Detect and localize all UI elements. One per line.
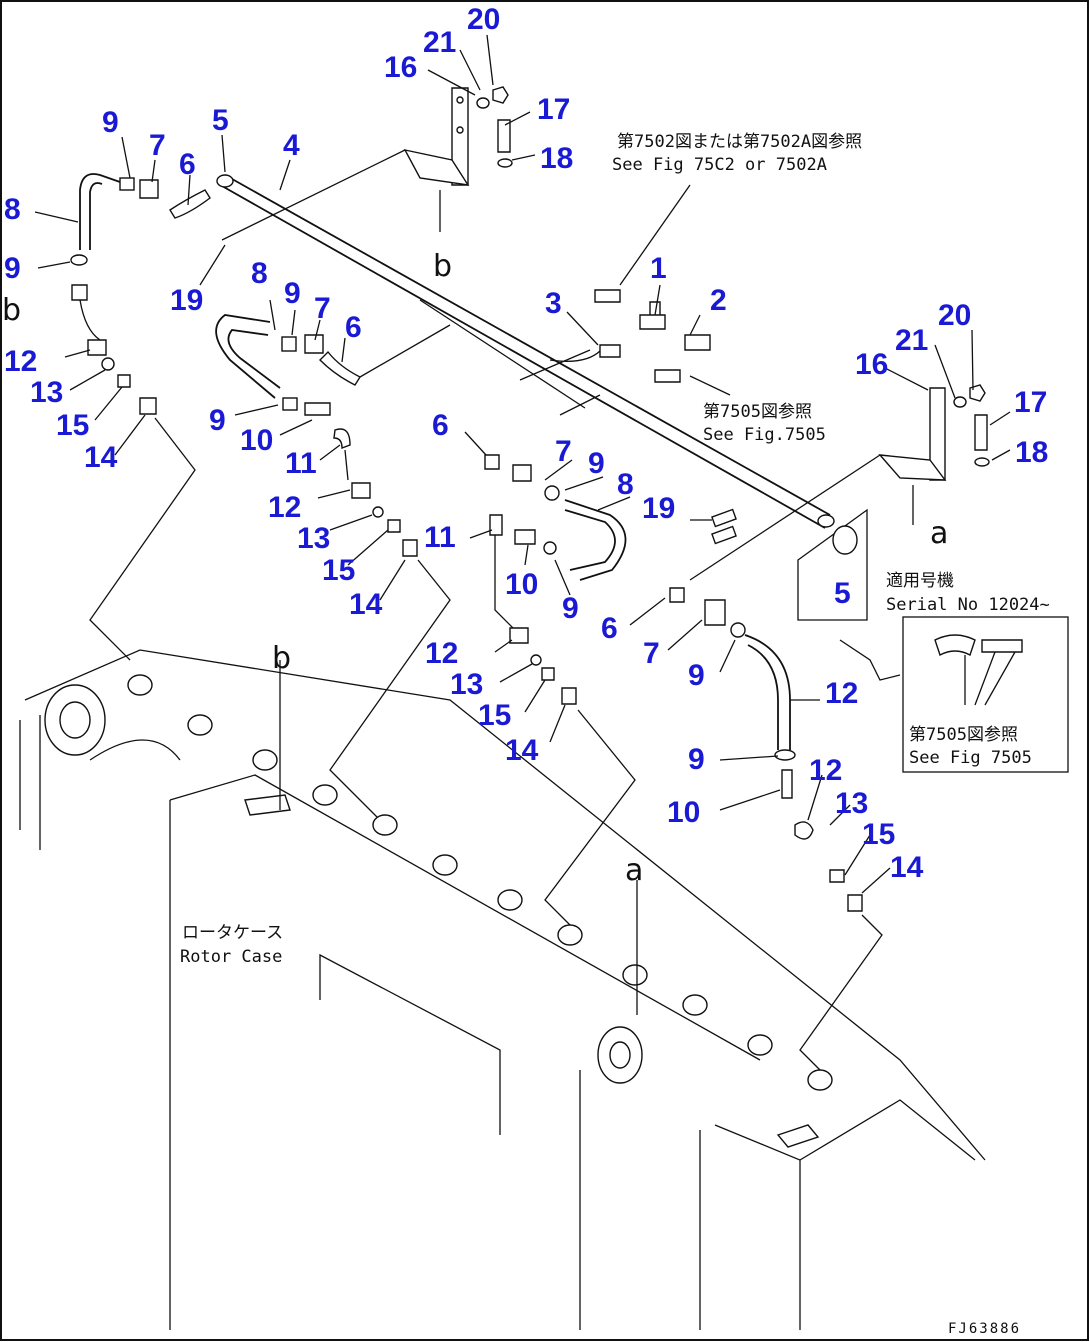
callout-17: 17 <box>537 93 570 126</box>
callout-20: 20 <box>467 3 500 36</box>
callout-9: 9 <box>588 447 605 480</box>
left-hose-assembly <box>70 173 211 661</box>
callout-6: 6 <box>179 148 196 181</box>
callout-19: 19 <box>170 284 203 317</box>
note-inset-ref-en: See Fig 7505 <box>909 748 1032 768</box>
callout-8: 8 <box>251 257 268 290</box>
callout-9: 9 <box>102 106 119 139</box>
note-rotor-case-en: Rotor Case <box>180 947 282 967</box>
center-hose-assembly <box>484 454 737 931</box>
callout-12: 12 <box>825 677 858 710</box>
view-letter-b: b <box>272 641 291 676</box>
callout-11: 11 <box>424 521 456 554</box>
middle-left-hose-assembly <box>215 314 451 821</box>
callout-9: 9 <box>688 659 705 692</box>
callout-16: 16 <box>855 348 888 381</box>
callout-12: 12 <box>809 754 842 787</box>
callout-13: 13 <box>297 522 330 555</box>
callout-6: 6 <box>345 311 362 344</box>
rotor-case <box>19 190 986 1330</box>
right-bracket <box>689 384 990 581</box>
callout-9: 9 <box>688 743 705 776</box>
callout-14: 14 <box>349 588 383 621</box>
callout-20: 20 <box>938 299 971 332</box>
callout-9: 9 <box>209 404 226 437</box>
note-ref-7505-jp: 第7505図参照 <box>703 402 812 422</box>
view-letter-a: a <box>930 516 948 551</box>
callout-8: 8 <box>617 468 634 501</box>
leader-lines <box>34 34 1011 894</box>
view-letters: b a a b b <box>2 249 948 888</box>
callout-12: 12 <box>425 637 458 670</box>
callout-21: 21 <box>423 26 456 59</box>
note-ref-7502-jp: 第7502図または第7502A図参照 <box>617 132 862 152</box>
callout-8: 8 <box>4 193 21 226</box>
callout-7: 7 <box>314 292 331 325</box>
view-letter-a: a <box>625 853 643 888</box>
callout-15: 15 <box>56 409 89 442</box>
note-serial-jp: 適用号機 <box>886 571 954 591</box>
callout-7: 7 <box>643 637 660 670</box>
figure-code: FJ63886 <box>948 1321 1021 1337</box>
callout-box-5 <box>797 508 868 621</box>
callout-18: 18 <box>540 142 573 175</box>
callout-10: 10 <box>240 424 273 457</box>
note-ref-7505-en: See Fig.7505 <box>703 425 826 445</box>
callout-numbers: 1 2 3 4 5 5 6 6 6 6 7 7 7 7 8 8 8 9 9 9 … <box>4 3 1048 884</box>
view-letter-b: b <box>433 249 452 284</box>
callout-15: 15 <box>862 818 895 851</box>
callout-10: 10 <box>667 796 700 829</box>
callout-9: 9 <box>284 277 301 310</box>
note-rotor-case-jp: ロータケース <box>182 923 283 943</box>
callout-14: 14 <box>84 441 118 474</box>
callout-5: 5 <box>834 577 851 610</box>
callout-2: 2 <box>710 284 727 317</box>
callout-13: 13 <box>30 376 63 409</box>
callout-15: 15 <box>478 699 511 732</box>
upper-bracket <box>221 86 513 241</box>
callout-10: 10 <box>505 568 538 601</box>
callout-14: 14 <box>890 851 924 884</box>
callout-3: 3 <box>545 287 562 320</box>
callout-13: 13 <box>835 787 868 820</box>
callout-14: 14 <box>505 734 539 767</box>
callout-12: 12 <box>268 491 301 524</box>
tee-fittings <box>549 184 731 396</box>
callout-5: 5 <box>212 104 229 137</box>
note-inset-ref-jp: 第7505図参照 <box>909 725 1018 745</box>
reference-notes: 第7502図または第7502A図参照 See Fig 75C2 or 7502A… <box>180 132 1050 967</box>
callout-18: 18 <box>1015 436 1048 469</box>
callout-11: 11 <box>285 447 317 480</box>
callout-6: 6 <box>601 612 618 645</box>
note-serial-en: Serial No 12024~ <box>886 595 1050 615</box>
callout-17: 17 <box>1014 386 1047 419</box>
callout-12: 12 <box>4 345 37 378</box>
callout-15: 15 <box>322 554 355 587</box>
callout-7: 7 <box>555 435 572 468</box>
callout-9: 9 <box>4 252 21 285</box>
callout-6: 6 <box>432 409 449 442</box>
callout-4: 4 <box>283 129 300 162</box>
callout-9: 9 <box>562 592 579 625</box>
view-letter-b: b <box>2 293 21 328</box>
callout-13: 13 <box>450 668 483 701</box>
right-hose-assembly <box>669 587 883 1076</box>
note-ref-7502-en: See Fig 75C2 or 7502A <box>612 155 827 175</box>
callout-21: 21 <box>895 324 928 357</box>
callout-7: 7 <box>149 129 166 162</box>
header-pipe <box>216 174 835 529</box>
callout-1: 1 <box>650 252 667 285</box>
callout-19: 19 <box>642 492 675 525</box>
callout-16: 16 <box>384 51 417 84</box>
serial-inset-box <box>839 616 1069 773</box>
